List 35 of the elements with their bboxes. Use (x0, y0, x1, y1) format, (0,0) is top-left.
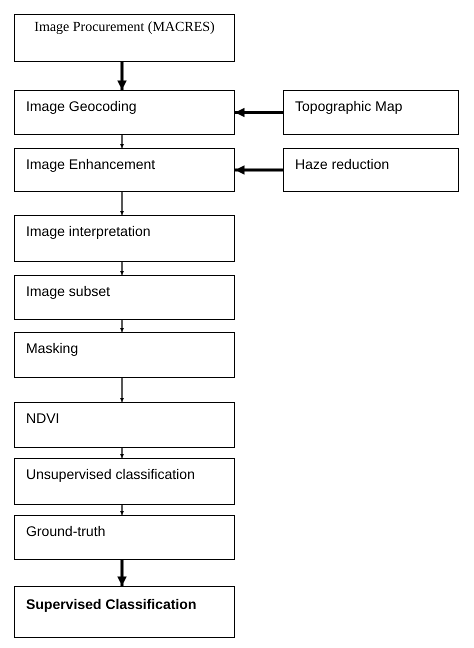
process-box (14, 215, 235, 262)
step-label: Image interpretation (26, 223, 151, 240)
step-label: Masking (26, 340, 78, 358)
arrow (117, 560, 127, 586)
process-box (14, 14, 235, 62)
process-box (14, 402, 235, 448)
process-box (283, 148, 459, 192)
arrow (120, 135, 124, 148)
step-label: Supervised Classification (26, 596, 196, 614)
arrow (120, 448, 124, 458)
arrow (120, 378, 124, 402)
arrow (120, 262, 124, 275)
arrow (117, 62, 127, 90)
process-box (14, 148, 235, 192)
process-box (14, 332, 235, 378)
step-label: Image subset (26, 283, 110, 300)
arrow (235, 165, 283, 175)
step-label: Haze reduction (295, 156, 390, 174)
step-label: Unsupervised classification (26, 466, 195, 484)
process-box (14, 275, 235, 320)
step-label: Image Procurement (MACRES) (34, 19, 215, 36)
process-box (14, 515, 235, 560)
step-label: Topographic Map (295, 98, 402, 116)
arrow (120, 320, 124, 332)
arrow (120, 505, 124, 515)
step-label: Image Enhancement (26, 156, 156, 174)
process-box (14, 458, 235, 505)
step-label: Ground-truth (26, 523, 106, 540)
process-box (14, 90, 235, 135)
step-label: Image Geocoding (26, 98, 137, 116)
step-label: NDVI (26, 410, 60, 428)
process-box (14, 586, 235, 638)
arrow (120, 192, 124, 215)
arrow (235, 108, 283, 118)
process-box (283, 90, 459, 135)
